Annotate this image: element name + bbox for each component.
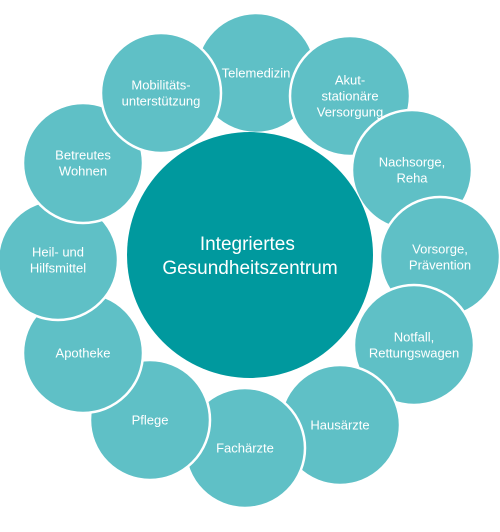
satellite-label-line: unterstützung xyxy=(122,94,201,109)
satellite-label: Apotheke xyxy=(56,346,111,361)
satellite-label-line: Reha xyxy=(396,171,428,186)
satellite-label-line: Nachsorge, xyxy=(379,155,445,170)
satellite-label-line: Mobilitäts- xyxy=(131,78,190,93)
satellite-label-line: Heil- und xyxy=(32,245,84,260)
satellite-label: Telemedizin xyxy=(222,66,291,81)
satellite-label: Pflege xyxy=(132,413,169,428)
satellite-label-line: Pflege xyxy=(132,413,169,428)
center-title-line-1: Integriertes xyxy=(200,234,295,255)
satellite-label-line: Hausärzte xyxy=(310,418,369,433)
satellite-circle xyxy=(21,101,145,225)
satellite-label-line: Telemedizin xyxy=(222,66,291,81)
satellite-label-line: Betreutes xyxy=(55,148,111,163)
satellite-label: Hausärzte xyxy=(310,418,369,433)
satellite-label-line: Prävention xyxy=(409,258,471,273)
satellite-label: Vorsorge,Prävention xyxy=(409,242,471,273)
satellite-label-line: Hilfsmittel xyxy=(30,261,86,276)
satellite-label-line: Versorgung xyxy=(317,105,384,120)
satellite-label-line: stationäre xyxy=(321,89,378,104)
satellite-label-line: Wohnen xyxy=(59,164,107,179)
satellite-label-line: Apotheke xyxy=(56,346,111,361)
center-node: Integriertes Gesundheitszentrum xyxy=(127,132,373,378)
satellite-label: Mobilitäts-unterstützung xyxy=(122,78,201,109)
satellite-circle xyxy=(352,283,476,407)
satellite-label-line: Notfall, xyxy=(394,330,434,345)
satellite-label-line: Rettungswagen xyxy=(369,346,459,361)
satellite-circle xyxy=(99,31,223,155)
satellite-label: Fachärzte xyxy=(216,441,274,456)
satellite-label-line: Fachärzte xyxy=(216,441,274,456)
satellite-label: Notfall,Rettungswagen xyxy=(369,330,459,361)
center-title-line-2: Gesundheitszentrum xyxy=(162,258,337,279)
center-circle xyxy=(127,132,373,378)
satellite-node: Notfall,Rettungswagen xyxy=(352,283,476,407)
satellite-label-line: Vorsorge, xyxy=(412,242,468,257)
satellite-label-line: Akut- xyxy=(335,73,365,88)
satellite-node: Mobilitäts-unterstützung xyxy=(99,31,223,155)
center-title: Integriertes Gesundheitszentrum xyxy=(162,234,337,279)
satellite-label: Nachsorge,Reha xyxy=(379,155,445,186)
